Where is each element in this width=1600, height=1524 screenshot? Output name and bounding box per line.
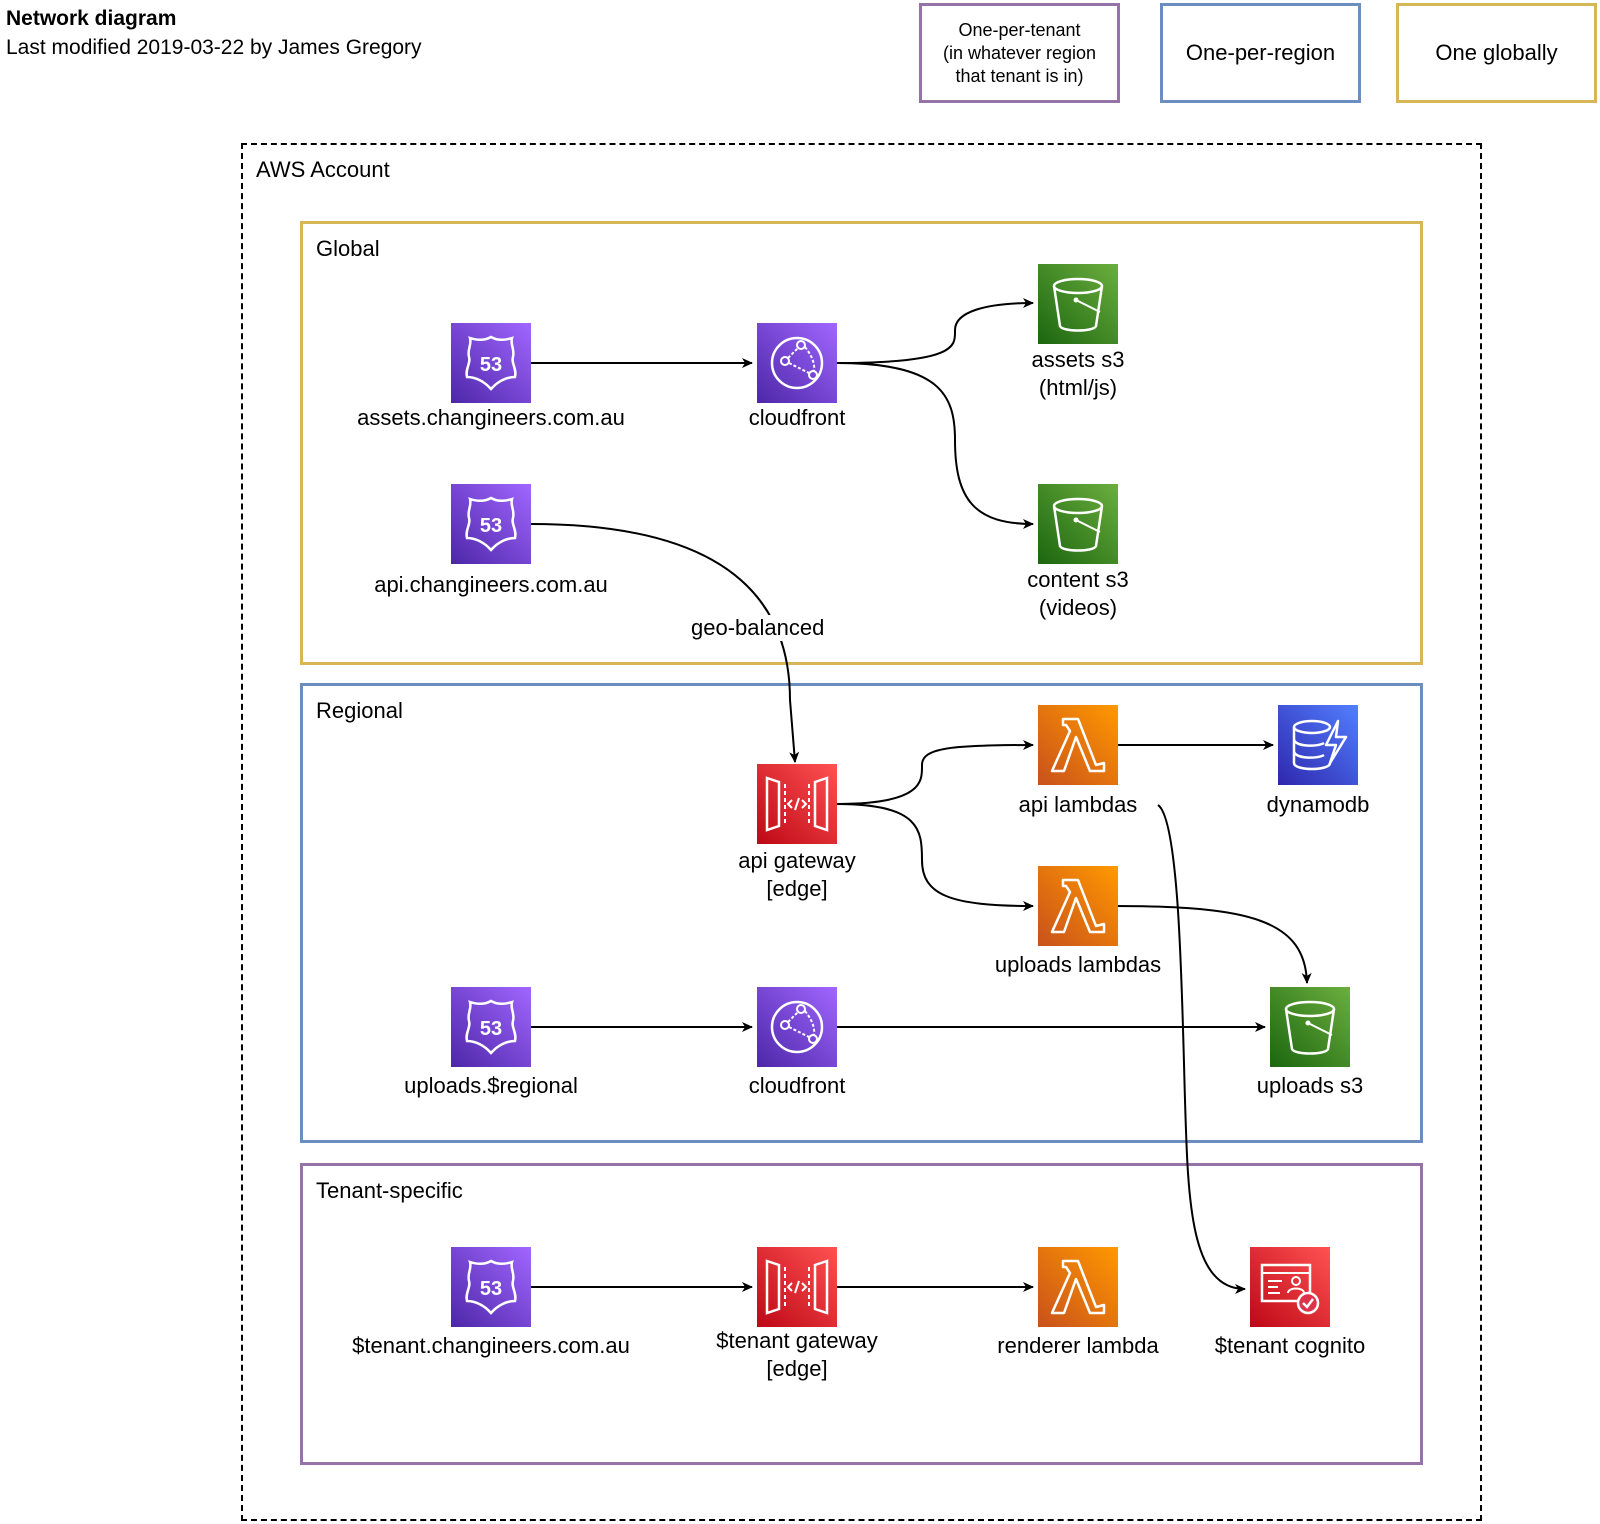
legend-one-globally-label: One globally	[1435, 40, 1558, 65]
cloudfront-global-label: cloudfront	[748, 405, 846, 430]
route53-icon: 53	[451, 484, 531, 564]
cloudfront-regional-label: cloudfront	[748, 1073, 846, 1098]
cognito-label: $tenant cognito	[1214, 1333, 1366, 1358]
aws-account-container	[241, 143, 1482, 1521]
s3-bucket-icon	[1038, 484, 1118, 564]
lambda-api-node[interactable]	[1038, 705, 1118, 785]
svg-text:53: 53	[480, 1018, 502, 1040]
legend-one-per-region-label: One-per-region	[1185, 40, 1336, 65]
route53-icon: 53	[451, 323, 531, 403]
cognito-node[interactable]	[1250, 1247, 1330, 1327]
lambda-uploads-label: uploads lambdas	[994, 952, 1162, 977]
s3-bucket-icon	[1270, 987, 1350, 1067]
cloudfront-icon	[757, 323, 837, 403]
s3-assets-label: assets s3 (html/js)	[1031, 347, 1125, 400]
edge-cloudfront-to-content-s3	[836, 362, 1034, 529]
route53-icon: 53	[451, 987, 531, 1067]
route53-uploads-label: uploads.$regional	[404, 1073, 578, 1098]
api-gateway-label: api gateway [edge]	[738, 848, 856, 901]
global-group	[300, 221, 1423, 665]
regional-group	[300, 683, 1423, 1143]
geo-balanced-label: geo-balanced	[689, 615, 827, 641]
s3-content-label: content s3 (videos)	[1027, 567, 1129, 620]
lambda-api-label: api lambdas	[1018, 792, 1138, 817]
api-gateway-icon	[757, 1247, 837, 1327]
route53-api-label: api.changineers.com.au	[374, 572, 608, 597]
cloudfront-icon	[757, 987, 837, 1067]
cloudfront-global-node[interactable]	[757, 323, 837, 403]
route53-tenant-node[interactable]: 53	[451, 1247, 531, 1327]
route53-assets-label: assets.changineers.com.au	[357, 405, 625, 430]
lambda-icon	[1038, 1247, 1118, 1327]
svg-text:53: 53	[480, 354, 502, 376]
edge-api-dns-to-gateway	[530, 523, 800, 763]
s3-bucket-icon	[1038, 264, 1118, 344]
cloudfront-regional-node[interactable]	[757, 987, 837, 1067]
diagram-title: Network diagram	[6, 7, 177, 30]
s3-assets-node[interactable]	[1038, 264, 1118, 344]
s3-uploads-node[interactable]	[1270, 987, 1350, 1067]
route53-uploads-node[interactable]: 53	[451, 987, 531, 1067]
legend-one-per-tenant-label: One-per-tenant (in whatever region that …	[942, 19, 1097, 86]
svg-text:53: 53	[480, 515, 502, 537]
regional-group-label: Regional	[316, 698, 403, 723]
api-gateway-icon	[757, 764, 837, 844]
legend-one-per-tenant: One-per-tenant (in whatever region that …	[919, 3, 1120, 103]
cognito-icon	[1250, 1247, 1330, 1327]
global-group-label: Global	[316, 236, 380, 261]
lambda-renderer-label: renderer lambda	[997, 1333, 1159, 1358]
svg-text:53: 53	[480, 1278, 502, 1300]
lambda-icon	[1038, 866, 1118, 946]
edge-cloudfront-to-assets-s3	[836, 298, 1034, 364]
edge-gateway-to-uploads-lambdas	[836, 803, 1034, 911]
route53-tenant-label: $tenant.changineers.com.au	[352, 1333, 630, 1358]
dynamodb-icon	[1278, 705, 1358, 785]
api-gateway-node[interactable]	[757, 764, 837, 844]
tenant-group-label: Tenant-specific	[316, 1178, 463, 1203]
s3-uploads-label: uploads s3	[1256, 1073, 1364, 1098]
legend-one-per-region: One-per-region	[1160, 3, 1361, 103]
s3-content-node[interactable]	[1038, 484, 1118, 564]
legend-one-globally: One globally	[1396, 3, 1597, 103]
edge-api-lambdas-to-cognito	[1157, 804, 1246, 1294]
aws-account-label: AWS Account	[256, 157, 390, 182]
tenant-group	[300, 1163, 1423, 1465]
route53-assets-node[interactable]: 53	[451, 323, 531, 403]
diagram-subtitle: Last modified 2019-03-22 by James Gregor…	[6, 36, 422, 59]
tenant-gateway-node[interactable]	[757, 1247, 837, 1327]
lambda-renderer-node[interactable]	[1038, 1247, 1118, 1327]
lambda-uploads-node[interactable]	[1038, 866, 1118, 946]
route53-icon: 53	[451, 1247, 531, 1327]
lambda-icon	[1038, 705, 1118, 785]
dynamodb-label: dynamodb	[1266, 792, 1370, 817]
route53-api-node[interactable]: 53	[451, 484, 531, 564]
edge-gateway-to-api-lambdas	[836, 740, 1034, 805]
edge-uploads-lambdas-to-uploads-s3	[1112, 905, 1312, 984]
tenant-gateway-label: $tenant gateway [edge]	[716, 1328, 878, 1381]
dynamodb-node[interactable]	[1278, 705, 1358, 785]
